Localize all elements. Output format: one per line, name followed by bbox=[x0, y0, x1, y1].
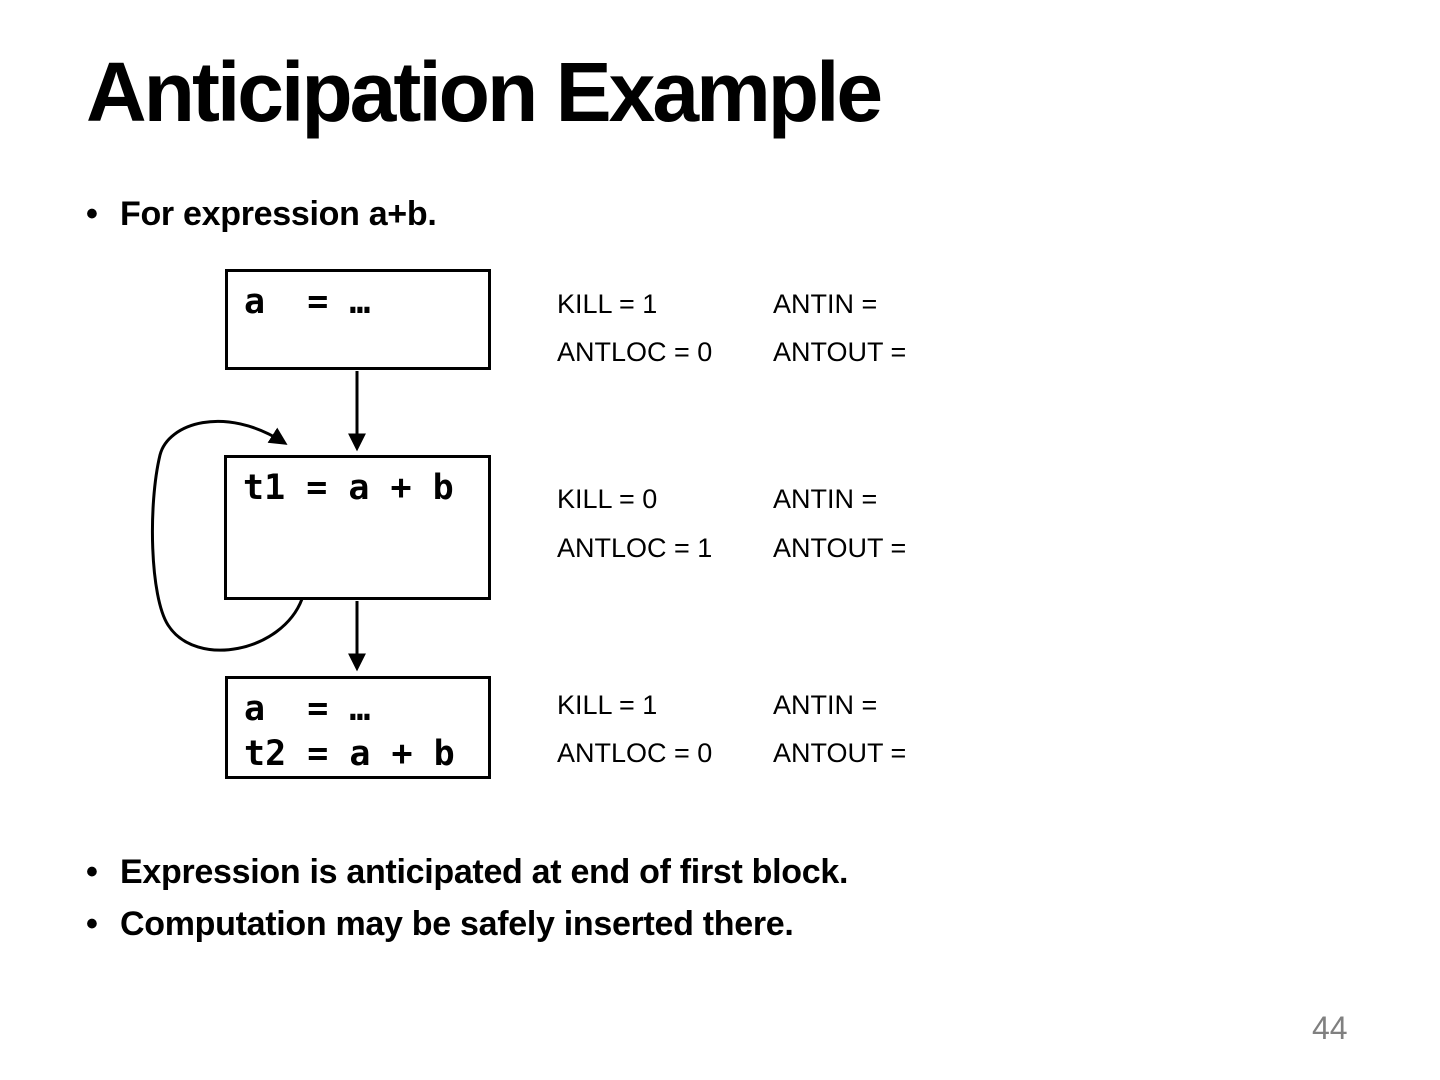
block-code-line: a = … bbox=[244, 282, 371, 322]
block-code-line: t2 = a + b bbox=[244, 734, 455, 774]
label-antin-block2: ANTIN = bbox=[773, 484, 878, 514]
cfg-block-2: t1 = a + b bbox=[224, 455, 491, 600]
label-kill-block2: KILL = 0 bbox=[557, 484, 658, 514]
label-antloc-block2: ANTLOC = 1 bbox=[557, 533, 713, 563]
page-title: Anticipation Example bbox=[86, 45, 883, 139]
label-antloc-block1: ANTLOC = 0 bbox=[557, 337, 713, 367]
bullet-item: • Computation may be safely inserted the… bbox=[86, 902, 794, 946]
label-antout-block3: ANTOUT = bbox=[773, 738, 907, 768]
block-code-line: t1 = a + b bbox=[243, 468, 454, 508]
label-antin-block3: ANTIN = bbox=[773, 690, 878, 720]
bullet-icon: • bbox=[86, 195, 98, 233]
bullet-text: For expression a+b. bbox=[120, 195, 437, 233]
page-number: 44 bbox=[1312, 1010, 1348, 1046]
bullet-item: • For expression a+b. bbox=[86, 192, 437, 236]
cfg-block-3: a = … t2 = a + b bbox=[225, 676, 491, 779]
cfg-block-1: a = … bbox=[225, 269, 491, 370]
label-antin-block1: ANTIN = bbox=[773, 289, 878, 319]
bullet-text: Computation may be safely inserted there… bbox=[120, 905, 794, 943]
label-antout-block2: ANTOUT = bbox=[773, 533, 907, 563]
bullet-item: • Expression is anticipated at end of fi… bbox=[86, 850, 848, 894]
label-kill-block3: KILL = 1 bbox=[557, 690, 658, 720]
bullet-text: Expression is anticipated at end of firs… bbox=[120, 853, 849, 891]
bullet-icon: • bbox=[86, 905, 98, 943]
bullet-icon: • bbox=[86, 853, 98, 891]
label-kill-block1: KILL = 1 bbox=[557, 289, 658, 319]
block-code-line: a = … bbox=[244, 689, 371, 729]
label-antloc-block3: ANTLOC = 0 bbox=[557, 738, 713, 768]
label-antout-block1: ANTOUT = bbox=[773, 337, 907, 367]
